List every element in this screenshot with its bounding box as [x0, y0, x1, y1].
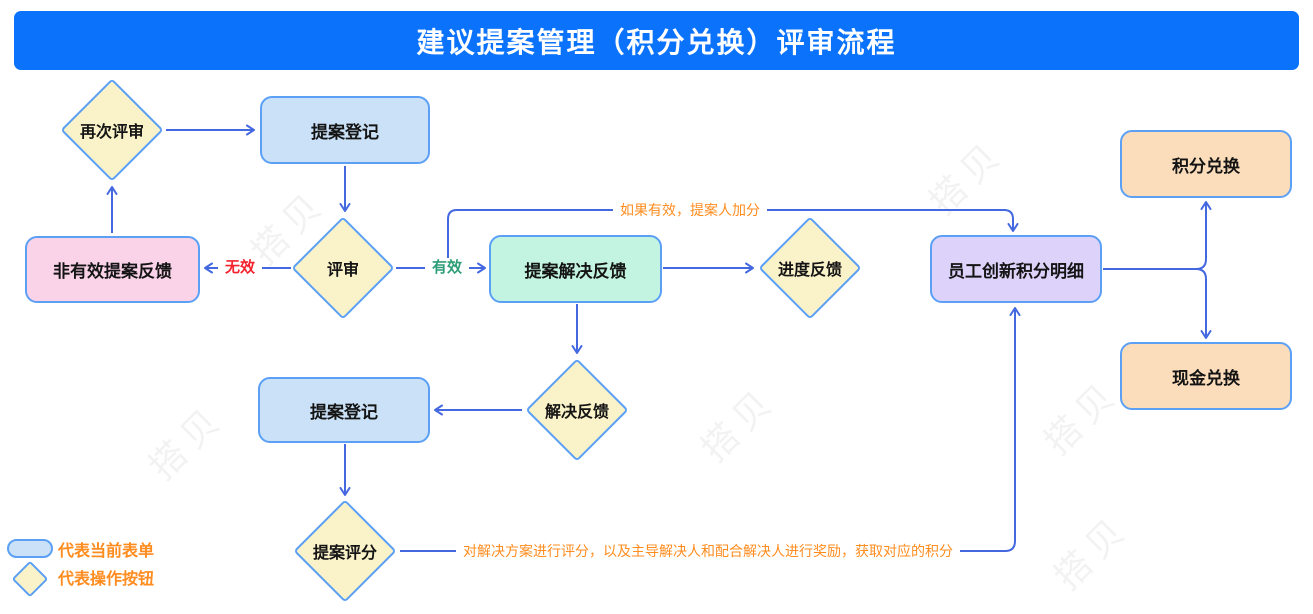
- node-proposal-resolution-feedback[interactable]: 提案解决反馈: [489, 235, 662, 303]
- edge-label-invalid: 无效: [217, 258, 263, 278]
- edge-points-detail-to-points-exchange: [1103, 201, 1212, 270]
- node-label: 提案登记: [310, 402, 378, 422]
- node-proposal-registration-bottom[interactable]: 提案登记: [258, 377, 430, 443]
- node-invalid-proposal-feedback[interactable]: 非有效提案反馈: [25, 236, 200, 303]
- node-label: 非有效提案反馈: [53, 262, 172, 281]
- node-label: 员工创新积分明细: [948, 261, 1084, 281]
- node-label: 评审: [326, 262, 359, 279]
- edge-label-add-points: 如果有效，提案人加分: [613, 200, 767, 220]
- node-label: 进度反馈: [777, 262, 842, 279]
- node-label: 再次评审: [79, 124, 144, 141]
- node-progress-feedback[interactable]: 进度反馈: [755, 213, 865, 323]
- edge-label-valid: 有效: [424, 258, 470, 278]
- node-employee-innovation-points-detail[interactable]: 员工创新积分明细: [930, 235, 1102, 303]
- connectors: [106, 124, 1212, 552]
- node-label: 解决反馈: [544, 404, 609, 421]
- legend-form-swatch: [7, 539, 53, 558]
- node-label: 提案评分: [312, 545, 377, 562]
- edge-points-detail-to-cash-exchange: [1195, 268, 1212, 339]
- node-label: 积分兑换: [1172, 156, 1240, 176]
- node-review[interactable]: 评审: [288, 213, 398, 323]
- node-re-review[interactable]: 再次评审: [57, 75, 167, 185]
- legend-button-label: 代表操作按钮: [58, 571, 155, 588]
- node-proposal-registration-top[interactable]: 提案登记: [260, 96, 430, 164]
- node-points-exchange[interactable]: 积分兑换: [1120, 130, 1292, 198]
- node-cash-exchange[interactable]: 现金兑换: [1120, 342, 1292, 410]
- legend-form-label: 代表当前表单: [58, 543, 155, 560]
- page-title: 建议提案管理（积分兑换）评审流程: [416, 26, 897, 58]
- node-label: 提案登记: [311, 122, 379, 142]
- node-label: 提案解决反馈: [524, 261, 627, 281]
- edge-scoring-to-points-detail: [400, 307, 1021, 552]
- edge-label-scoring-note: 对解决方案进行评分，以及主导解决人和配合解决人进行奖励，获取对应的积分: [456, 541, 960, 561]
- node-proposal-scoring[interactable]: 提案评分: [290, 496, 400, 606]
- node-resolution-feedback[interactable]: 解决反馈: [522, 355, 632, 465]
- node-label: 现金兑换: [1172, 368, 1240, 388]
- page-header: 建议提案管理（积分兑换）评审流程: [14, 11, 1299, 70]
